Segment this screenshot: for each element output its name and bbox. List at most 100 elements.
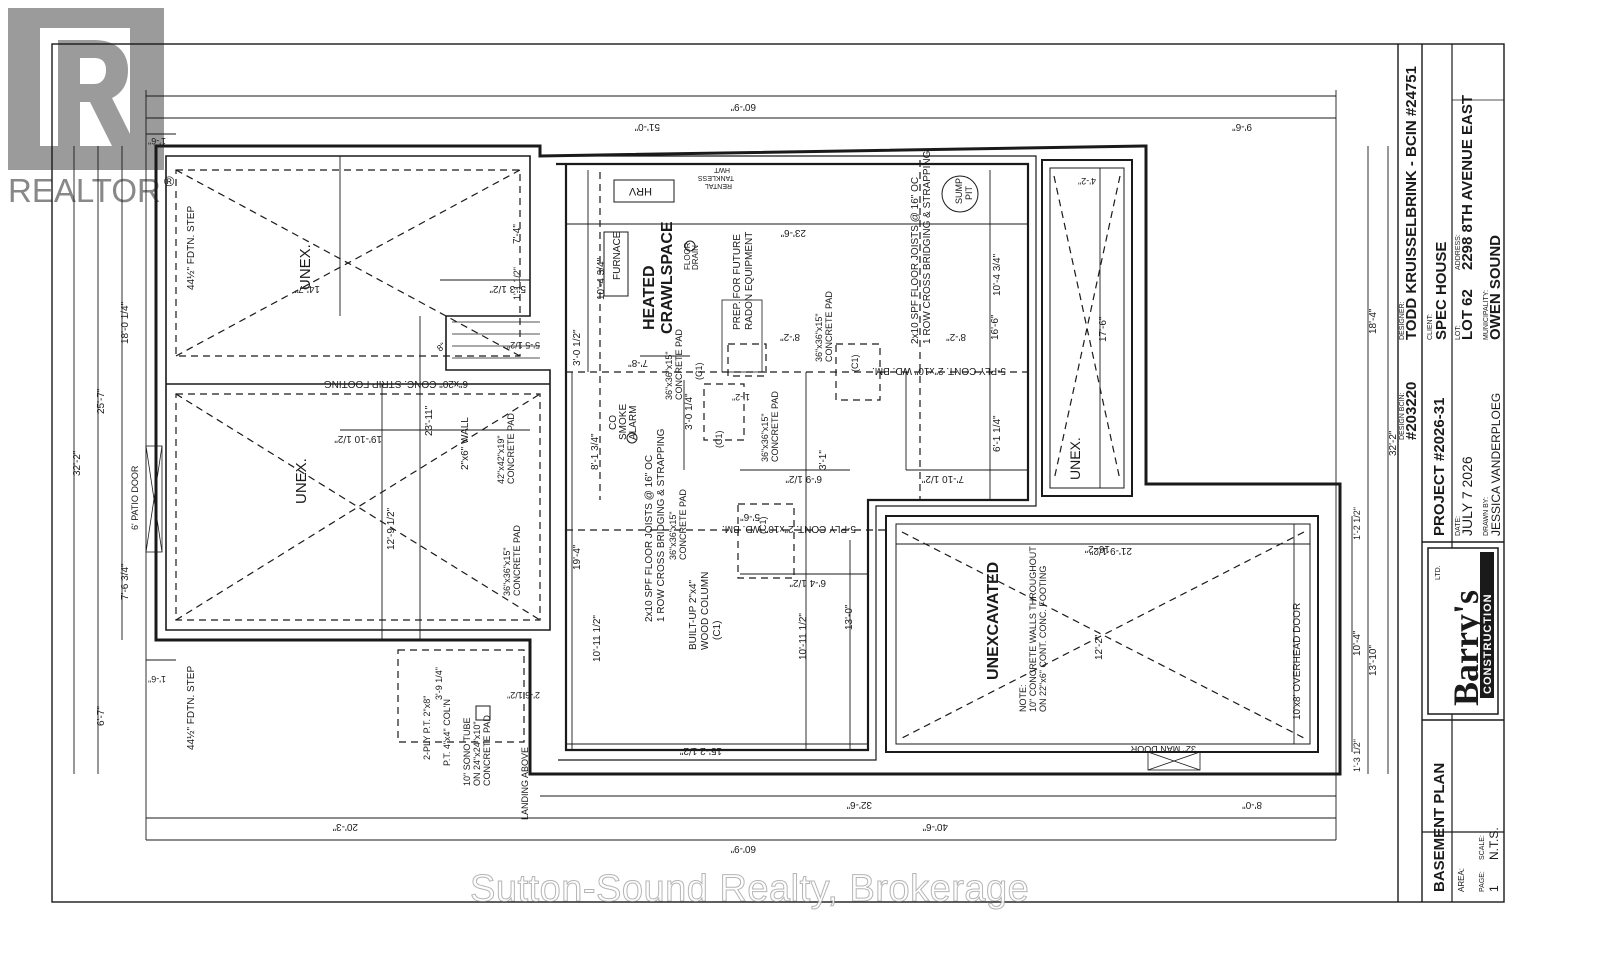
label-landing-above: LANDING ABOVE [520, 747, 530, 820]
page-label: PAGE: [1479, 871, 1486, 892]
realtor-logo[interactable]: REALTOR ® [8, 8, 175, 209]
watermark: Sutton-Sound Realty, Brokerage [469, 868, 1030, 911]
dim-7-10: 7'-10 1/2" [921, 473, 964, 484]
room-unex-top: UNEX. [297, 244, 314, 290]
label-floor-drain-2: DRAIN [691, 245, 700, 270]
dim-right-18: 18'-4" [1368, 308, 1379, 334]
dim-3-0: 3'-0 1/2" [572, 329, 583, 366]
label-column-3: (C1) [712, 621, 723, 640]
dim-16-2: 16'-2" [1084, 543, 1110, 554]
label-hrv: HRV [628, 185, 652, 197]
dim-21-9: 21'-9 1/2" [1089, 545, 1132, 556]
room-unex-right: UNEX. [1067, 437, 1083, 480]
dim-right-1-2: 1'-2 1/2" [1352, 507, 1362, 540]
label-note-1: NOTE: [1018, 684, 1028, 712]
dim-6-9: 6'-9 1/2" [785, 473, 822, 484]
label-floor-drain-1: FLOOR [683, 242, 692, 270]
dim-bottom-60: 60'-9" [730, 843, 756, 854]
dim-right-1-3: 1'-3 1/2" [1352, 739, 1362, 772]
dim-4-2: 4'-2" [1078, 176, 1096, 186]
realtor-wordmark: REALTOR [8, 172, 161, 209]
dim-left-7: 7'-6 3/4" [120, 563, 131, 600]
label-co: CO [608, 415, 619, 430]
dim-5-6: 5'-6" [740, 511, 760, 522]
municipality-value: OWEN SOUND [1487, 235, 1504, 340]
logo-ltd: LTD. [1435, 565, 1442, 580]
designer-value: TODD KRUISSELBRINK - BCIN #24751 [1403, 66, 1420, 340]
label-pad-d2: CONCRETE PAD [678, 489, 688, 560]
drawn-by-label: DRAWN BY: [1483, 497, 1490, 536]
label-joist-1b: 1 ROW CROSS BRIDGING & STRAPPING [922, 150, 933, 344]
project-number: PROJECT #2026-31 [1431, 398, 1448, 536]
label-pad-b: 36"x36"x15" [814, 313, 824, 362]
label-pad-a: 36"x36"x15" [664, 351, 674, 400]
municipality-label: MUNICIPALITY: [1483, 290, 1490, 340]
dim-top-9: 9'-6" [1232, 121, 1252, 132]
dim-bottom-40: 40'-6" [922, 821, 948, 832]
label-man-door: 32" MAN DOOR [1130, 744, 1196, 754]
dim-8-2-b: 8'-2" [780, 331, 800, 342]
label-sono-2: ON 24"x24"x10" [472, 721, 482, 786]
dim-right-13: 13'-10" [1368, 645, 1379, 676]
dim-bottom-20: 20'-3" [332, 821, 358, 832]
label-alarm: ALARM [628, 406, 639, 440]
dim-3-1: 3'-1" [818, 450, 829, 470]
dim-top-overall: 60'-9" [730, 101, 756, 112]
label-tankless-3: HWT [713, 166, 730, 173]
client-label: CLIENT: [1427, 314, 1434, 340]
label-strip-footing: 6"x20" CONC. STRIP FOOTING [324, 378, 468, 389]
room-unexcavated: UNEXCAVATED [985, 562, 1002, 680]
design-bcin-label: DESIGN BCIN: [1399, 392, 1406, 440]
dim-6-4: 6'-4 1/2" [789, 577, 826, 588]
label-pad-c2: CONCRETE PAD [770, 391, 780, 462]
label-radon-2: RADON EQUIPMENT [744, 232, 755, 330]
sheet-border [51, 43, 1505, 903]
label-fdtn-step-bottom: 44½" FDTN. STEP [186, 666, 197, 750]
label-note-2: 10" CONCRETE WALLS THROUGHOUT [1028, 546, 1038, 712]
label-pad-e: 42"x42"x19" [496, 435, 506, 484]
dim-5-3: 5'-3 1/2" [489, 283, 526, 294]
dim-1-1: 1'-1 1/2" [512, 267, 522, 300]
scale-value: N.T.S. [1487, 827, 1501, 860]
client-value: SPEC HOUSE [1433, 242, 1450, 340]
dim-15-2: 15'-2 1/2" [679, 745, 722, 756]
dim-left-6: 6'-7" [96, 706, 107, 726]
dim-left-18: 18'-0 1/4" [120, 301, 131, 344]
scale-label: SCALE: [1479, 835, 1486, 860]
label-pad-c: 36"x36"x15" [760, 413, 770, 462]
label-2x6-wall: 2"x6" WALL [460, 417, 471, 470]
label-joist-2b: 1 ROW CROSS BRIDGING & STRAPPING [656, 428, 667, 622]
lot-value: LOT 62 [1459, 289, 1476, 340]
dim-14-7: 14'-7" [294, 283, 320, 294]
dim-right-32: 32'-2" [1388, 430, 1399, 456]
label-column-2: WOOD COLUMN [700, 572, 711, 650]
foundation-walls [154, 144, 1342, 776]
dim-6-1: 6'-1 1/4" [992, 415, 1003, 452]
label-pad-e2: CONCRETE PAD [506, 413, 516, 484]
label-column-1: BUILT-UP 2"x4" [688, 579, 699, 650]
room-heated: HEATED [641, 265, 658, 330]
label-overhead-door: 10'x8' OVERHEAD DOOR [1292, 603, 1303, 720]
dim-23-6: 23'-6" [780, 227, 806, 238]
dim-right-10: 10'-4" [1352, 630, 1363, 656]
dim-19-10: 19'-10 1/2" [334, 433, 382, 444]
dim-bottom-8: 8'-0" [1242, 799, 1262, 810]
label-sump: SUMP [954, 178, 964, 204]
label-pad-b2: CONCRETE PAD [824, 291, 834, 362]
label-patio-door: 6' PATIO DOOR [130, 465, 140, 530]
label-sono-1: 10" SONO TUBE [462, 717, 472, 786]
label-radon-1: PREP. FOR FUTURE [732, 234, 743, 330]
label-joist-1a: 2x10 SPF FLOOR JOISTS @ 16" OC [910, 177, 921, 344]
page-value: 1 [1487, 885, 1501, 892]
registered-mark: ® [164, 173, 175, 189]
design-bcin-value: #203220 [1403, 382, 1420, 440]
dim-23-11: 23'-11" [424, 405, 435, 436]
address-value: 2298 8TH AVENUE EAST [1459, 95, 1476, 270]
dim-17-6: 17'-6" [1098, 316, 1109, 342]
dim-3-0-b: 3'-0 1/4" [684, 393, 695, 430]
label-beam-1: 5-PLY CONT. 2"x10" WD. BM. [872, 365, 1006, 376]
room-unex-bottom: UNEX. [293, 458, 310, 504]
sheet-title: BASEMENT PLAN [1431, 763, 1448, 892]
designer-label: DESIGNER: [1399, 301, 1406, 340]
dim-3-9: 3'-9 1/4" [434, 667, 444, 700]
